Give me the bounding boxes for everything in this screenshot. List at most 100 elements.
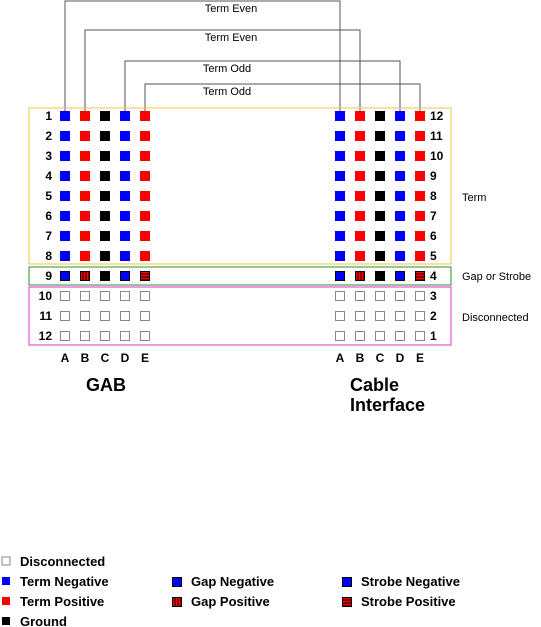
cable-pin-12-A — [335, 111, 345, 121]
legend-ground-label: Ground — [20, 614, 67, 627]
gab-pin-5-C — [100, 191, 110, 201]
cable-pin-9-C — [375, 171, 385, 181]
cable-pin-10-C — [375, 151, 385, 161]
gab-row-number: 1 — [45, 109, 52, 123]
legend-term-negative-label: Term Negative — [20, 574, 109, 589]
gab-pin-1-B — [80, 111, 90, 121]
cable-title-line1: Cable — [350, 375, 399, 395]
cable-pin-8-D — [395, 191, 405, 201]
gab-pin-3-B — [80, 151, 90, 161]
connection-wire-1 — [64, 0, 341, 111]
gab-pin-3-E — [140, 151, 150, 161]
gab-pin-8-D — [120, 251, 130, 261]
term-group-box — [28, 107, 452, 265]
gab-pin-10-E — [140, 291, 150, 301]
cable-column-E: E — [416, 351, 424, 365]
gab-pin-7-B — [80, 231, 90, 241]
legend-strobe-positive-label: Strobe Positive — [361, 594, 456, 609]
gab-row-number: 2 — [45, 129, 52, 143]
legend-gap-negative-label: Gap Negative — [191, 574, 274, 589]
gab-row-number: 3 — [45, 149, 52, 163]
legend-gap-negative-swatch — [172, 577, 182, 587]
cable-pin-6-E — [415, 231, 425, 241]
gab-pin-12-A — [60, 331, 70, 341]
cable-row-number: 3 — [430, 289, 437, 303]
legend-strobe-positive-swatch — [342, 597, 352, 607]
cable-pin-11-D — [395, 131, 405, 141]
cable-pin-11-E — [415, 131, 425, 141]
gap-negative-swatch-square — [172, 577, 182, 587]
cable-pin-4-C — [375, 271, 385, 281]
disconnected-group-label: Disconnected — [462, 312, 529, 324]
cable-pin-1-C — [375, 331, 385, 341]
cable-row-number: 1 — [430, 329, 437, 343]
cable-pin-7-B — [355, 211, 365, 221]
gab-pin-8-E — [140, 251, 150, 261]
cable-pin-6-C — [375, 231, 385, 241]
cable-row-number: 6 — [430, 229, 437, 243]
gab-pin-10-B — [80, 291, 90, 301]
gab-pin-6-E — [140, 211, 150, 221]
gab-row-number: 5 — [45, 189, 52, 203]
cable-pin-4-D — [395, 271, 405, 281]
strobe-positive-swatch-square — [342, 597, 352, 607]
gab-pin-11-C — [100, 311, 110, 321]
cable-pin-7-A — [335, 211, 345, 221]
cable-column-C: C — [376, 351, 385, 365]
cable-pin-8-E — [415, 191, 425, 201]
cable-pin-2-A — [335, 311, 345, 321]
gab-pin-2-D — [120, 131, 130, 141]
cable-row-number: 7 — [430, 209, 437, 223]
cable-pin-10-A — [335, 151, 345, 161]
gap-group-label: Gap or Strobe — [462, 271, 531, 283]
cable-pin-4-B — [355, 271, 365, 281]
gab-pin-9-A — [60, 271, 70, 281]
gab-pin-1-A — [60, 111, 70, 121]
gab-pin-5-A — [60, 191, 70, 201]
cable-row-number: 12 — [430, 109, 444, 123]
cable-pin-8-A — [335, 191, 345, 201]
cable-pin-7-D — [395, 211, 405, 221]
gab-pin-10-C — [100, 291, 110, 301]
gab-pin-8-B — [80, 251, 90, 261]
cable-column-B: B — [356, 351, 365, 365]
connection-wire-4 — [144, 83, 421, 111]
gab-row-number: 9 — [45, 269, 52, 283]
gab-pin-4-A — [60, 171, 70, 181]
gab-pin-4-C — [100, 171, 110, 181]
cable-pin-9-D — [395, 171, 405, 181]
gab-pin-9-D — [120, 271, 130, 281]
term-group-label: Term — [462, 192, 486, 204]
cable-pin-2-C — [375, 311, 385, 321]
legend-ground-swatch — [2, 617, 10, 625]
pin-grid — [60, 111, 425, 341]
cable-pin-11-A — [335, 131, 345, 141]
gab-pin-2-A — [60, 131, 70, 141]
cable-pin-11-C — [375, 131, 385, 141]
gab-pin-6-D — [120, 211, 130, 221]
cable-pin-12-B — [355, 111, 365, 121]
cable-pin-2-E — [415, 311, 425, 321]
cable-pin-6-D — [395, 231, 405, 241]
legend-gap-positive-swatch — [172, 597, 182, 607]
gab-pin-12-D — [120, 331, 130, 341]
gab-column-A: A — [61, 351, 70, 365]
cable-title-line2: Interface — [350, 395, 425, 415]
cable-pin-4-E — [415, 271, 425, 281]
cable-pin-4-A — [335, 271, 345, 281]
cable-pin-5-A — [335, 251, 345, 261]
gab-pin-1-E — [140, 111, 150, 121]
gab-pin-3-D — [120, 151, 130, 161]
gab-pin-1-D — [120, 111, 130, 121]
gab-pin-11-E — [140, 311, 150, 321]
gab-pin-10-A — [60, 291, 70, 301]
gab-pin-1-C — [100, 111, 110, 121]
cable-pin-12-C — [375, 111, 385, 121]
gab-pin-11-B — [80, 311, 90, 321]
gab-row-number: 4 — [45, 169, 52, 183]
gab-pin-7-E — [140, 231, 150, 241]
